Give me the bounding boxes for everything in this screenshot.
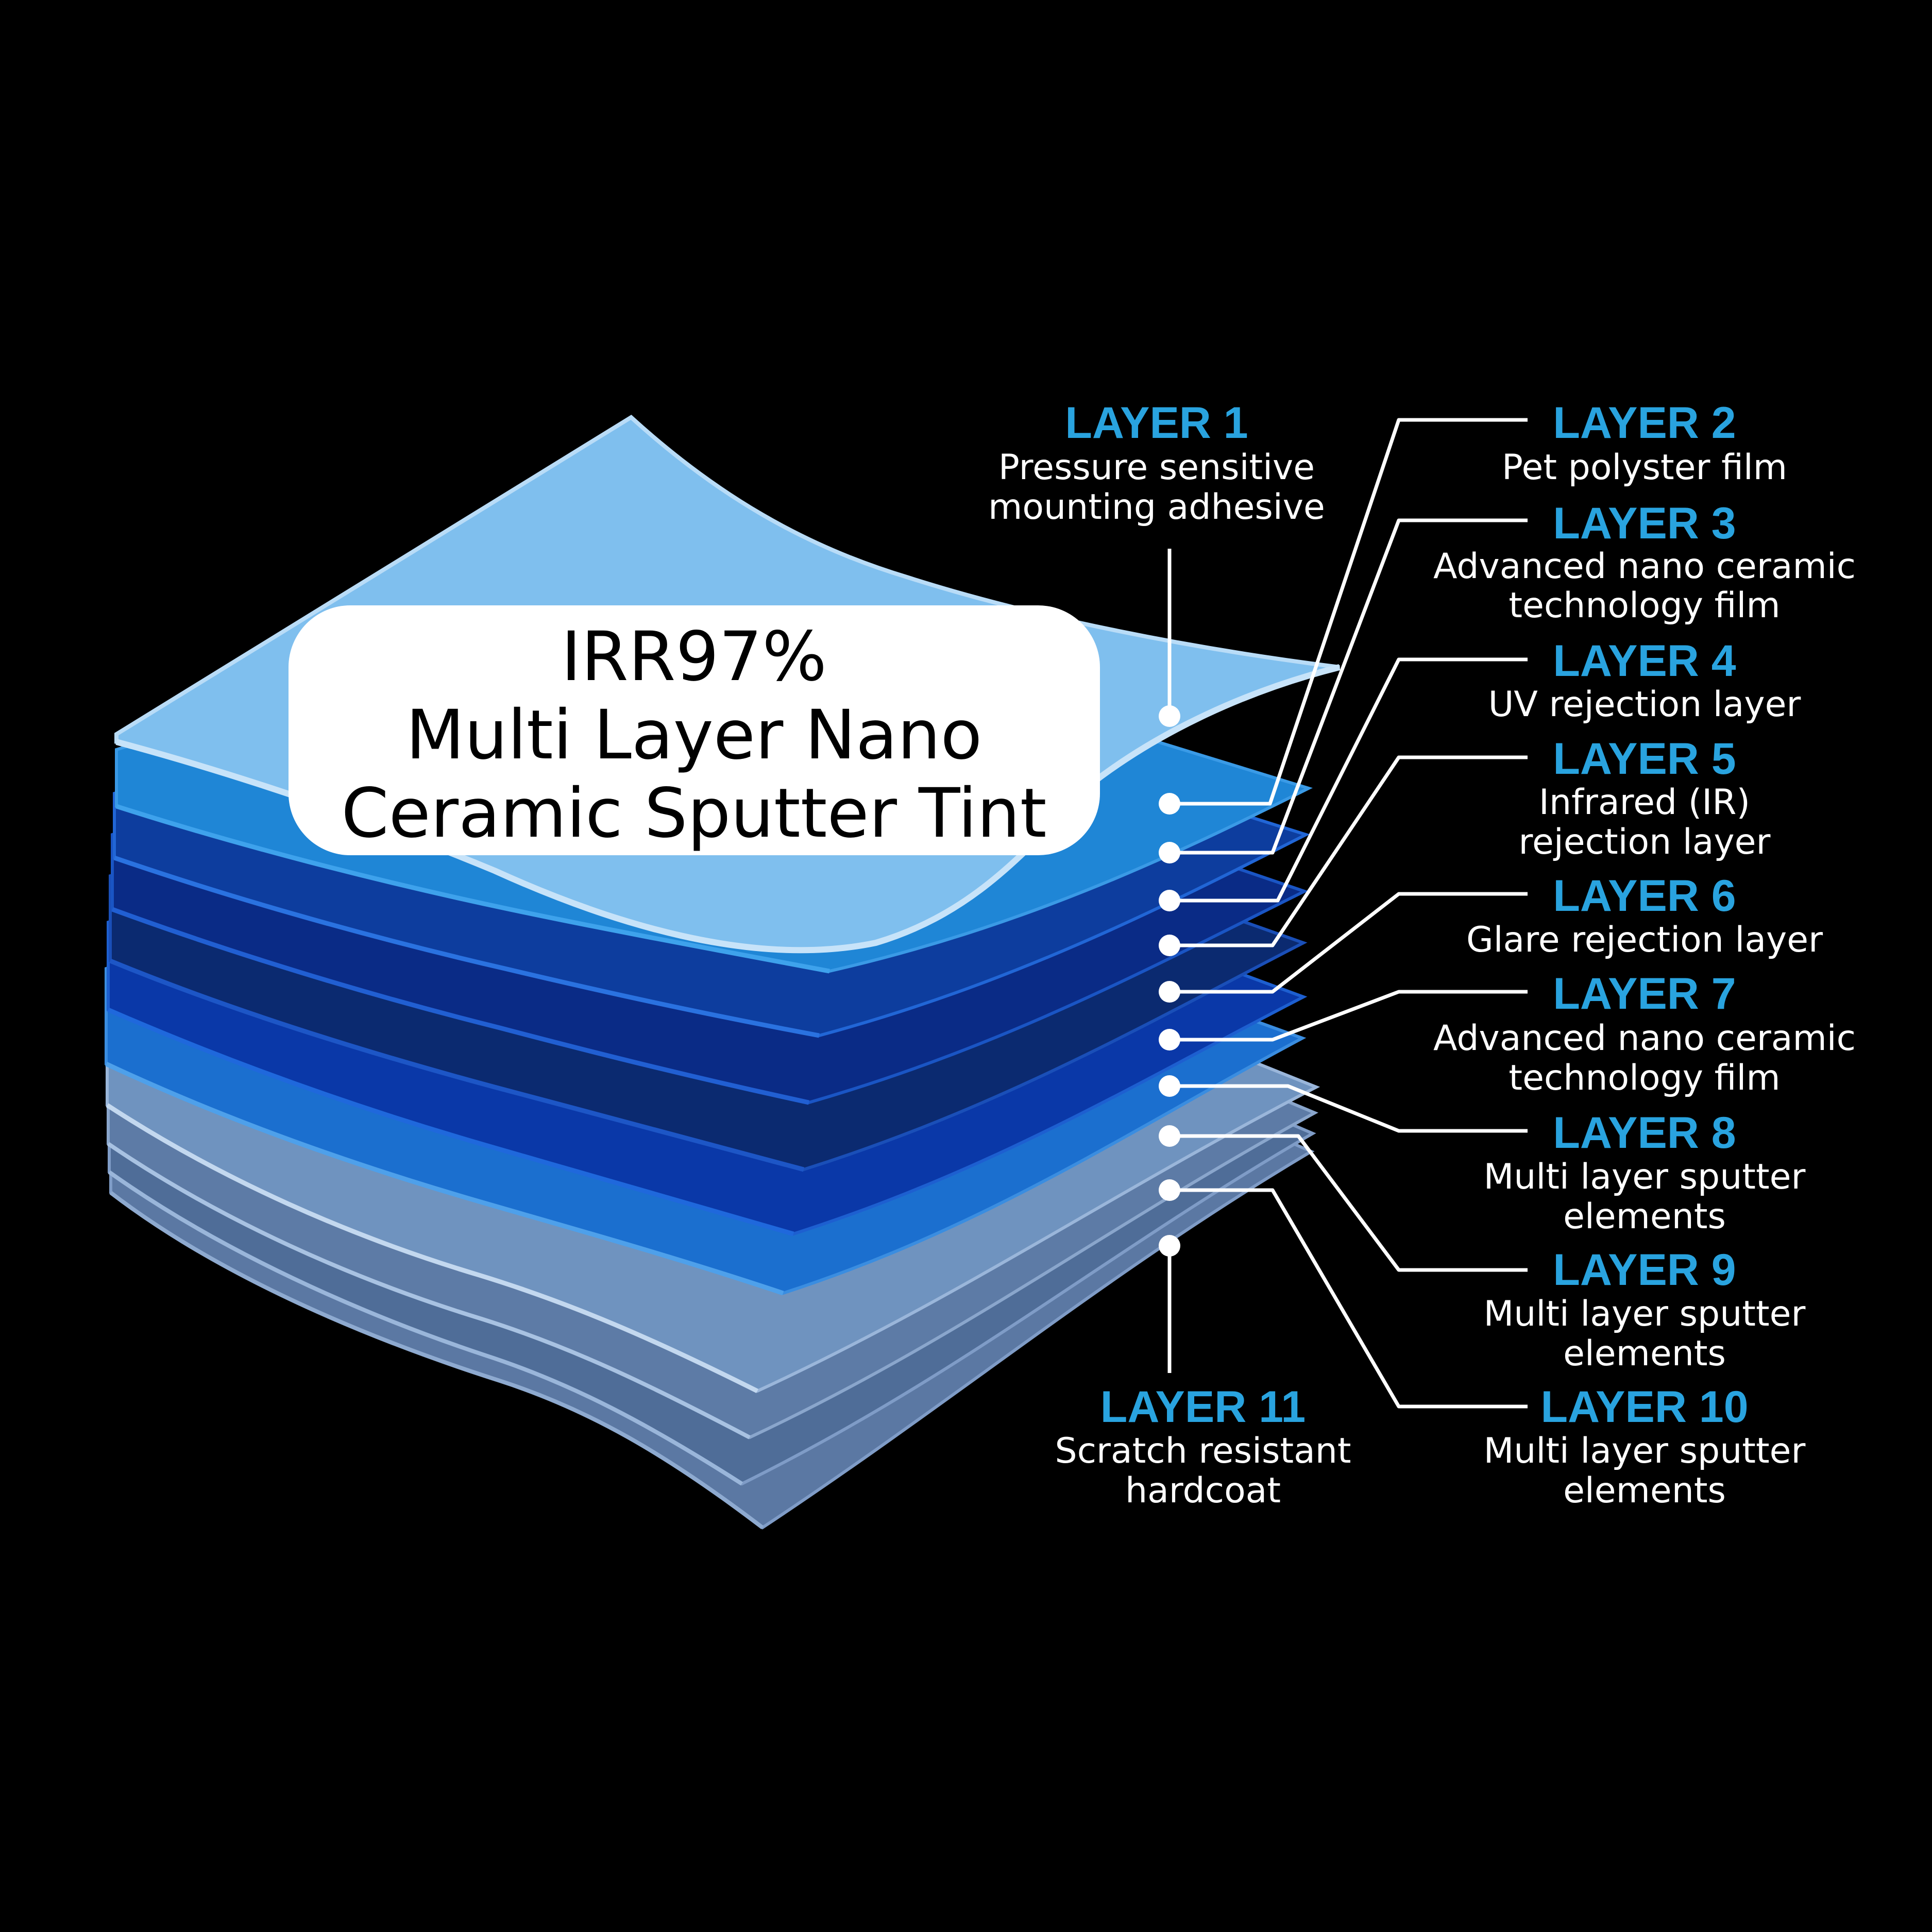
label-layer-3-desc-1: Advanced nano ceramic	[1433, 546, 1856, 587]
label-layer-8-heading: LAYER 8	[1553, 1108, 1736, 1158]
dot-layer-8	[1159, 1075, 1180, 1097]
label-layer-7-desc-1: Advanced nano ceramic	[1433, 1018, 1856, 1059]
leader-layer-6	[1170, 892, 1528, 994]
label-layer-11-desc-2: hardcoat	[1125, 1470, 1281, 1511]
label-layer-6-heading: LAYER 6	[1553, 871, 1736, 921]
label-layer-8-desc-1: Multi layer sputter	[1484, 1157, 1806, 1197]
leader-layer-2	[1170, 418, 1528, 806]
leader-layer-7	[1170, 990, 1528, 1042]
dot-layer-5	[1159, 935, 1180, 956]
title-line-3: Ceramic Sputter Tint	[341, 774, 1046, 853]
label-layer-4: LAYER 4 UV rejection layer	[1488, 636, 1801, 725]
label-layer-9-desc-1: Multi layer sputter	[1484, 1294, 1806, 1334]
callout-dots	[1159, 705, 1180, 1257]
label-layer-3-desc-2: technology film	[1509, 585, 1780, 626]
label-layer-5-desc-2: rejection layer	[1519, 822, 1771, 862]
dot-layer-6	[1159, 981, 1180, 1003]
label-layer-3: LAYER 3 Advanced nano ceramic technology…	[1433, 499, 1856, 626]
label-layer-11: LAYER 11 Scratch resistant hardcoat	[1055, 1382, 1351, 1511]
label-layer-3-heading: LAYER 3	[1553, 499, 1736, 548]
leader-layer-3	[1170, 518, 1528, 855]
label-layer-9-heading: LAYER 9	[1553, 1245, 1736, 1295]
label-layer-8: LAYER 8 Multi layer sputter elements	[1484, 1108, 1806, 1237]
title-block: IRR97% Multi Layer Nano Ceramic Sputter …	[341, 617, 1046, 853]
sheet-layer-6-edge	[107, 1007, 794, 1236]
dot-layer-11	[1159, 1235, 1180, 1257]
dot-layer-4	[1159, 890, 1180, 911]
sheet-layer-7-edge	[105, 1061, 784, 1296]
sheet-layer-11-edge	[109, 1191, 764, 1530]
label-layer-10-desc-1: Multi layer sputter	[1484, 1431, 1806, 1471]
label-layer-9: LAYER 9 Multi layer sputter elements	[1484, 1245, 1806, 1374]
leader-lines	[1167, 418, 1528, 1409]
label-layer-10-heading: LAYER 10	[1540, 1382, 1748, 1432]
leader-layer-8	[1170, 1084, 1528, 1133]
label-layer-1: LAYER 1 Pressure sensitive mounting adhe…	[988, 398, 1325, 528]
sheet-layer-3-edge	[113, 855, 820, 1038]
label-layer-7: LAYER 7 Advanced nano ceramic technology…	[1433, 969, 1856, 1098]
dot-layer-9	[1159, 1125, 1180, 1147]
label-layer-4-heading: LAYER 4	[1553, 636, 1736, 686]
sheet-layer-8-edge	[106, 1103, 759, 1394]
label-layer-1-desc-1: Pressure sensitive	[998, 447, 1315, 488]
label-layer-2-heading: LAYER 2	[1553, 398, 1736, 448]
dot-layer-3	[1159, 842, 1180, 863]
title-line-2: Multi Layer Nano	[406, 696, 982, 775]
label-layer-8-desc-2: elements	[1563, 1196, 1726, 1237]
sheet-layer-5-edge	[109, 958, 805, 1172]
dot-layer-10	[1159, 1179, 1180, 1201]
label-layer-11-heading: LAYER 11	[1100, 1382, 1306, 1432]
leader-layer-10	[1170, 1188, 1528, 1409]
label-layer-5: LAYER 5 Infrared (IR) rejection layer	[1519, 734, 1771, 862]
label-layer-5-heading: LAYER 5	[1553, 734, 1736, 784]
leader-layer-5	[1170, 755, 1528, 947]
label-layer-4-desc-1: UV rejection layer	[1488, 684, 1801, 725]
label-layer-10: LAYER 10 Multi layer sputter elements	[1484, 1382, 1806, 1511]
label-layer-11-desc-1: Scratch resistant	[1055, 1431, 1351, 1471]
label-layer-9-desc-2: elements	[1563, 1333, 1726, 1374]
label-layer-5-desc-1: Infrared (IR)	[1539, 782, 1750, 823]
leader-layer-9	[1170, 1134, 1528, 1272]
dot-layer-7	[1159, 1029, 1180, 1050]
label-layer-2-desc-1: Pet polyster film	[1502, 447, 1787, 488]
sheet-layer-2-edge	[115, 804, 830, 974]
sheet-layer-4-edge	[111, 907, 809, 1105]
dot-layer-2	[1159, 793, 1180, 815]
title-line-1: IRR97%	[561, 617, 827, 697]
leader-layer-4	[1170, 657, 1528, 903]
title-badge	[289, 605, 1100, 855]
sheet-layer-9-edge	[107, 1142, 751, 1439]
label-layer-10-desc-2: elements	[1563, 1470, 1726, 1511]
label-layer-6: LAYER 6 Glare rejection layer	[1466, 871, 1823, 960]
sheet-layer-10-edge	[108, 1170, 743, 1486]
label-layer-1-desc-2: mounting adhesive	[988, 487, 1325, 528]
dot-layer-1	[1159, 705, 1180, 727]
label-layer-2: LAYER 2 Pet polyster film	[1502, 398, 1787, 488]
label-layer-1-heading: LAYER 1	[1065, 398, 1248, 448]
label-layer-7-heading: LAYER 7	[1553, 969, 1736, 1019]
label-layer-7-desc-2: technology film	[1509, 1058, 1780, 1098]
label-layer-6-desc-1: Glare rejection layer	[1466, 920, 1823, 960]
